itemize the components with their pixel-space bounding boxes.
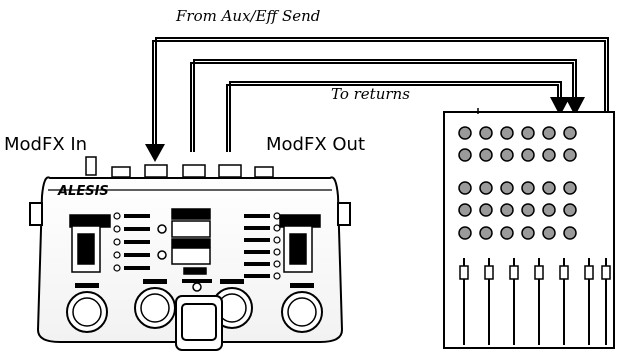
led-label-mark (244, 250, 270, 254)
led-icon (273, 248, 281, 256)
led-label-mark (244, 238, 270, 242)
knob-cap-icon (287, 297, 317, 327)
left-led-column (113, 212, 150, 272)
knob-cap-icon (72, 297, 102, 327)
led-icon (113, 225, 121, 233)
led-label-mark (124, 240, 150, 244)
mixer-knob-icon (563, 181, 577, 195)
led-icon (273, 260, 281, 268)
right-led-column (244, 212, 281, 280)
mixer-knob-icon (458, 181, 472, 195)
mixer-knob-icon (500, 203, 514, 217)
led-icon (113, 212, 121, 220)
modfx-in-label: ModFX In (4, 134, 88, 155)
led-label-mark (244, 262, 270, 266)
arrow-send-down-icon (145, 144, 165, 162)
mixer-knob-icon (500, 148, 514, 162)
mixer-knob-icon (563, 126, 577, 140)
mixer-knob-icon (479, 148, 493, 162)
left-controls (69, 214, 111, 273)
led-icon (113, 251, 121, 259)
fader-cap-icon (509, 265, 519, 280)
modfx-out-label: ModFX Out (266, 134, 366, 155)
mixer-knob-icon (521, 126, 535, 140)
from-aux-send-label: From Aux/Eff Send (176, 7, 321, 25)
fader-cap-icon (584, 265, 594, 280)
center-button-bottom (171, 247, 211, 265)
led-label-mark (244, 274, 270, 278)
mixer-knob-grid (458, 126, 577, 240)
pedal-jacks (85, 156, 274, 178)
arrow-return-2-down-icon (550, 97, 570, 116)
mixer-knob-icon (458, 126, 472, 140)
led-icon (273, 272, 281, 280)
to-returns-label: To returns (331, 85, 410, 103)
mixer-knob-icon (500, 126, 514, 140)
led-icon (273, 236, 281, 244)
knob-label-mark (290, 283, 314, 288)
mixer-faders (459, 258, 611, 345)
mixer-knob-icon (563, 148, 577, 162)
modfx-in-jack (85, 156, 97, 176)
led-label-mark (244, 226, 270, 230)
led-label-mark (124, 214, 150, 218)
fader-cap-icon (534, 265, 544, 280)
knob-label-mark (143, 279, 167, 284)
center-footswitch (175, 279, 223, 351)
mixer-knob-icon (563, 226, 577, 240)
mixer-knob-icon (479, 181, 493, 195)
led-label-mark (124, 227, 150, 231)
mixer-knob-icon (521, 226, 535, 240)
mixer-knob-icon (458, 203, 472, 217)
brand-logo: ALESIS (57, 184, 109, 199)
led-icon (113, 238, 121, 246)
mixer-knob-icon (458, 148, 472, 162)
mixer-knob-icon (542, 226, 556, 240)
led-icon (113, 264, 121, 272)
mixer-knob-icon (521, 181, 535, 195)
led-label-mark (124, 253, 150, 257)
mixer-knob-icon (542, 126, 556, 140)
right-controls (279, 214, 321, 273)
fader-cap-icon (484, 265, 494, 280)
mixer-knob-icon (542, 148, 556, 162)
mixer-knob-icon (479, 203, 493, 217)
mixer-knob-icon (500, 181, 514, 195)
mixer-knob-icon (521, 148, 535, 162)
knob-cap-icon (140, 293, 170, 323)
mixer-knob-icon (542, 181, 556, 195)
knob-label-mark (75, 283, 99, 288)
arrowheads (145, 97, 585, 162)
led-icon (273, 212, 281, 220)
mixer-knob-icon (542, 203, 556, 217)
mixer-knob-icon (479, 226, 493, 240)
return-cable-1 (190, 59, 577, 152)
pedal-knobs (66, 279, 323, 333)
mixer-knob-icon (479, 126, 493, 140)
led-icon (273, 224, 281, 232)
led-label-mark (124, 266, 150, 270)
mixer-knob-icon (458, 226, 472, 240)
fader-cap-icon (601, 265, 611, 280)
mixer-knob-icon (521, 203, 535, 217)
send-cable (152, 37, 609, 152)
mixer-knob-icon (500, 226, 514, 240)
fader-cap-icon (459, 265, 469, 280)
led-label-mark (244, 214, 270, 218)
return-cable-2 (226, 81, 562, 152)
fader-cap-icon (559, 265, 569, 280)
mixer-knob-icon (563, 203, 577, 217)
center-controls (157, 208, 211, 275)
arrow-return-1-down-icon (565, 97, 585, 116)
center-button-top (171, 220, 211, 238)
knob-label-mark (220, 279, 244, 284)
